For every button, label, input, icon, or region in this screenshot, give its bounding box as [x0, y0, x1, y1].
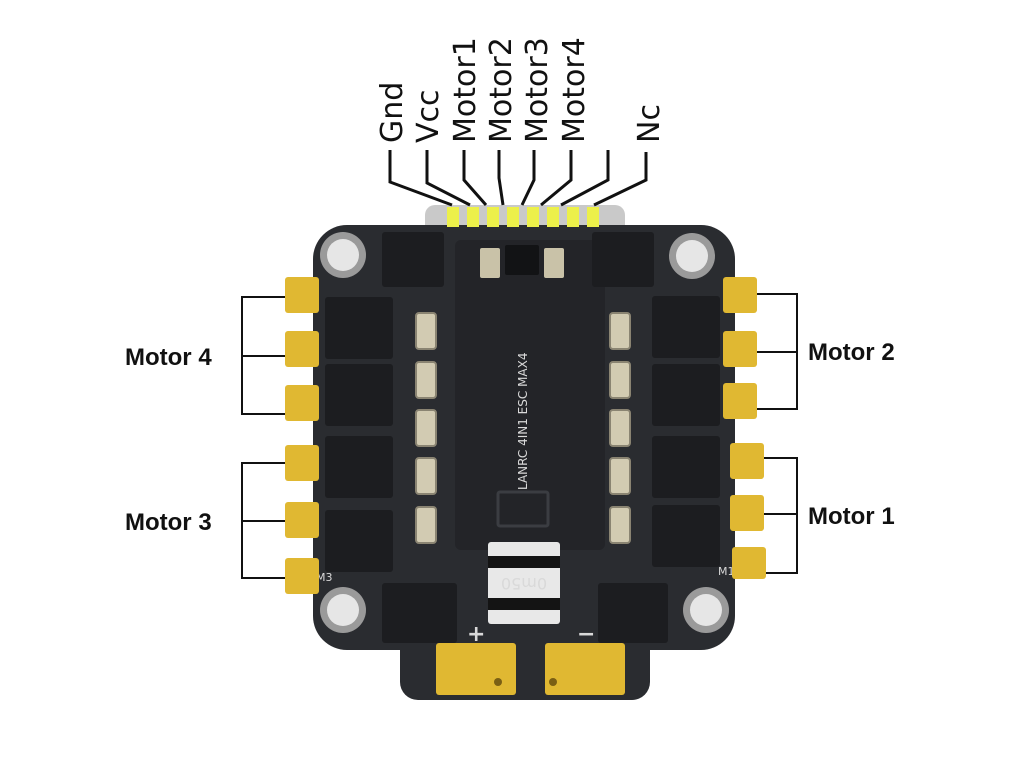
- center-area: [455, 240, 605, 550]
- motor2-label: Motor 2: [808, 339, 895, 366]
- mounting-hole-top-left: [320, 232, 366, 278]
- capacitors-right: [609, 312, 631, 544]
- cap-top-right: [544, 248, 564, 278]
- battery-pad-negative: [545, 643, 625, 695]
- header-leader-lines: [388, 150, 648, 207]
- plus-marking: +: [467, 622, 485, 647]
- pin-label-motor1: Motor1: [448, 37, 483, 143]
- capacitors-left: [415, 312, 437, 544]
- motor1-label: Motor 1: [808, 503, 895, 530]
- left-mosfets: [325, 297, 393, 572]
- top-left-chip: [382, 232, 444, 287]
- battery-pad-negative-via: [549, 678, 557, 686]
- mounting-hole-top-right: [669, 233, 715, 279]
- m1-marking: M1: [718, 565, 735, 578]
- battery-pad-positive: [436, 643, 516, 695]
- motor-pads-right: [723, 277, 766, 579]
- header-pads: [447, 207, 599, 227]
- shunt-stripe-bottom: [488, 598, 560, 610]
- bracket-motor1: [764, 457, 798, 574]
- board-model-marking: LANRC 4IN1 ESC MAX4: [516, 353, 530, 491]
- pin-label-nc: Nc: [632, 104, 667, 143]
- trace-pattern: [496, 490, 550, 528]
- shunt-marking: 0m50: [501, 574, 547, 593]
- pin-label-gnd: Gnd: [375, 82, 410, 143]
- motor3-label: Motor 3: [125, 509, 212, 536]
- top-right-chip: [592, 232, 654, 287]
- motor-pads-left: [285, 277, 319, 594]
- right-mosfets: [652, 296, 720, 567]
- pin-label-motor3: Motor3: [520, 37, 555, 143]
- m3-marking: M3: [316, 571, 333, 584]
- pin-label-motor4: Motor4: [557, 37, 592, 143]
- bottom-left-chip: [382, 583, 457, 643]
- header-pin-labels: Gnd Vcc Motor1 Motor2 Motor3 Motor4 Nc: [375, 37, 667, 143]
- pin-label-motor2: Motor2: [484, 37, 519, 143]
- mounting-hole-bottom-right: [683, 587, 729, 633]
- minus-marking: −: [577, 622, 595, 647]
- battery-pad-positive-via: [494, 678, 502, 686]
- motor-brackets: [241, 293, 798, 579]
- pin-label-vcc: Vcc: [411, 89, 446, 143]
- cap-top-left: [480, 248, 500, 278]
- mounting-hole-bottom-left: [320, 587, 366, 633]
- shunt-stripe-top: [488, 556, 560, 568]
- esc-board: 0m50 LANRC 4IN1 ESC MAX4 + − M3 M1: [285, 205, 766, 700]
- regulator-chip: [505, 245, 539, 275]
- motor4-label: Motor 4: [125, 344, 212, 371]
- bottom-right-chip: [598, 583, 668, 643]
